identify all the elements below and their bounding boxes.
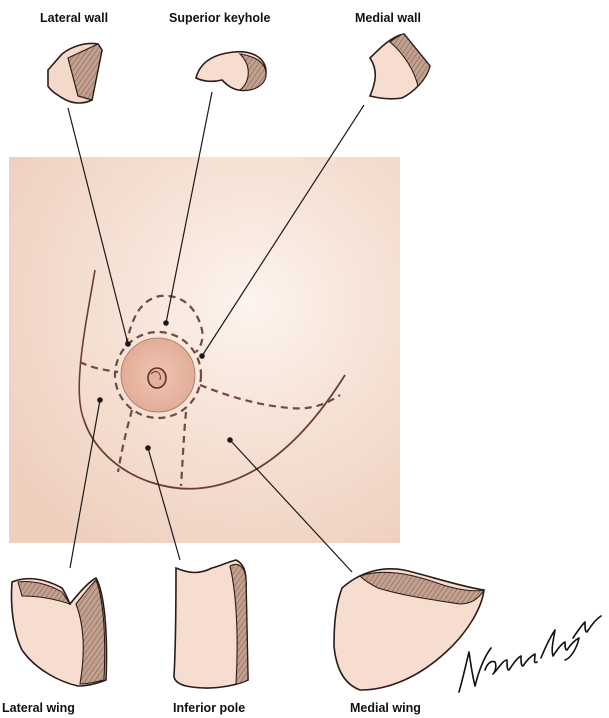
fragment-superior-keyhole xyxy=(196,52,266,91)
nipple xyxy=(148,368,166,388)
fragment-lateral-wing xyxy=(11,578,106,686)
fragment-medial-wall xyxy=(370,34,430,99)
fragment-lateral-wall xyxy=(48,43,102,103)
fragment-inferior-pole xyxy=(174,560,248,688)
signature xyxy=(455,600,605,700)
skin-panel xyxy=(9,157,400,543)
